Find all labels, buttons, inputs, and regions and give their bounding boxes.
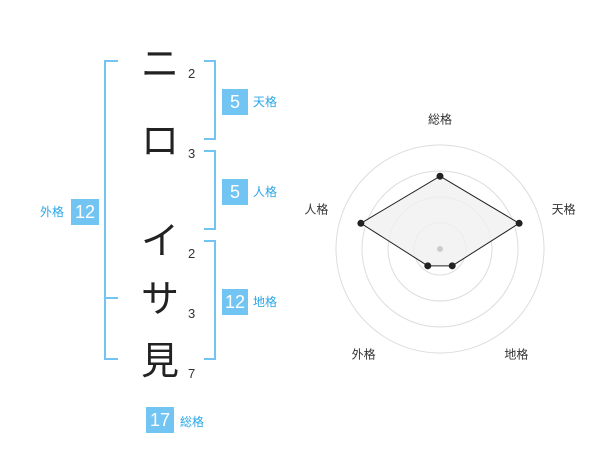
radar-point <box>424 262 432 270</box>
jinkaku-bracket <box>204 150 216 230</box>
gaikaku-label: 外格 <box>40 205 65 219</box>
radar-axis-label: 外格 <box>351 347 376 362</box>
name-char-4: サ <box>141 277 180 321</box>
radar-polygon <box>359 175 521 267</box>
name-char-1: ニ <box>141 42 180 86</box>
tenkaku-bracket <box>204 60 216 140</box>
stroke-count-4: 3 <box>188 306 196 321</box>
radar-axis-label: 地格 <box>504 347 529 362</box>
radar-ring <box>361 170 519 328</box>
tenkaku-value-badge: 5 <box>222 89 248 115</box>
stroke-count-1: 2 <box>188 66 196 81</box>
radar-axis-label: 総格 <box>427 112 453 127</box>
radar-axis-label: 天格 <box>551 202 576 217</box>
name-char-5: 見 <box>141 339 180 383</box>
gaikaku-bracket <box>104 60 118 360</box>
jinkaku-value-badge: 5 <box>222 179 248 205</box>
radar-center <box>437 246 443 252</box>
radar-point <box>436 172 444 180</box>
name-char-3: イ <box>141 219 180 263</box>
stroke-count-3: 2 <box>188 246 196 261</box>
soukaku-value-badge: 17 <box>146 407 174 433</box>
chikaku-label: 地格 <box>253 295 278 309</box>
radar-point <box>357 219 365 227</box>
soukaku-label: 総格 <box>180 415 205 429</box>
name-char-2: ロ <box>141 119 180 163</box>
stroke-count-2: 3 <box>188 146 196 161</box>
chikaku-value-badge: 12 <box>222 289 248 315</box>
chikaku-bracket <box>204 240 216 360</box>
tenkaku-label: 天格 <box>253 95 278 109</box>
gaikaku-bracket-divider <box>104 297 118 299</box>
stroke-count-5: 7 <box>188 366 196 381</box>
radar-point <box>515 219 523 227</box>
radar-point <box>448 262 456 270</box>
gaikaku-value-badge: 12 <box>71 199 99 225</box>
jinkaku-label: 人格 <box>253 185 278 199</box>
radar-axis-label: 人格 <box>304 202 329 217</box>
